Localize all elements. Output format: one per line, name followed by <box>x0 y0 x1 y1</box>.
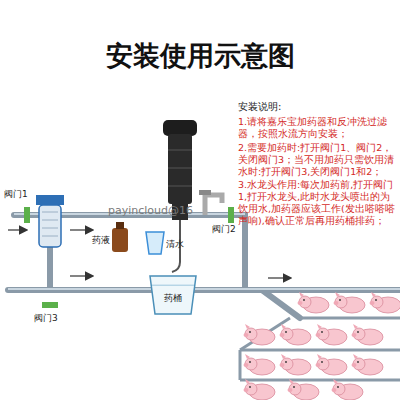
title: 安装使用示意图 <box>0 38 400 74</box>
instruction-heading: 安装说明: <box>238 100 281 114</box>
instruction-text: 1.请将嘉乐宝加药器和反冲洗过滤器，按照水流方向安装； <box>238 116 396 140</box>
valve-label: 阀门1 <box>4 188 28 201</box>
watermark: payincloud@16 <box>108 204 193 217</box>
valve-label: 阀门2 <box>212 223 236 236</box>
instruction-text: 2.需要加药时:打开阀门1、阀门2，关闭阀门3；当不用加药只需饮用清水时:打开阀… <box>238 142 396 178</box>
valve-label: 阀门3 <box>34 312 58 325</box>
bottle-label: 药液 <box>92 234 110 247</box>
instruction-text: 3.水龙头作用:每次加药前,打开阀门1,打开水龙头,此时水龙头喷出的为饮用水,加… <box>238 179 396 227</box>
bottle-label: 清水 <box>166 238 184 251</box>
bucket: 药桶 <box>148 272 198 316</box>
bucket-label: 药桶 <box>148 292 198 305</box>
